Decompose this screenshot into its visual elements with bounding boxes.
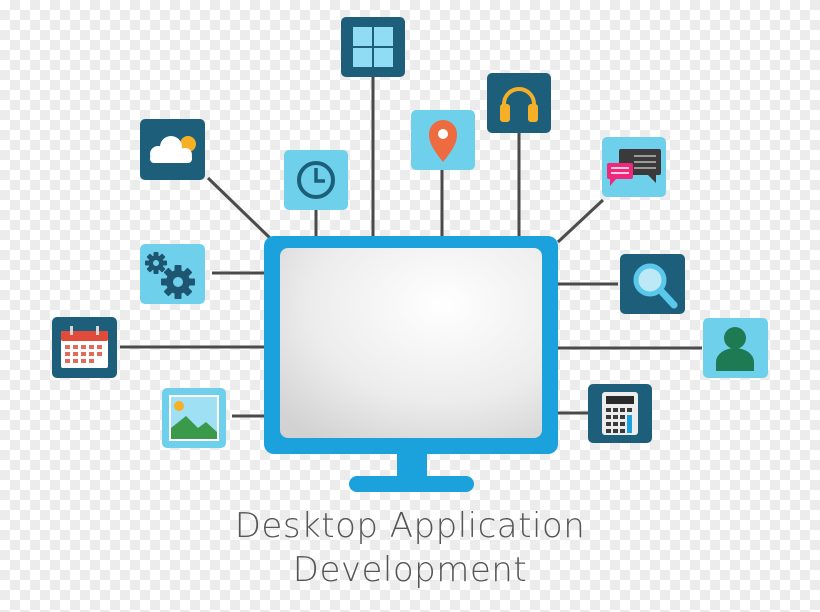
clock-icon — [284, 150, 348, 210]
connector-lines — [120, 77, 702, 418]
search-icon — [620, 254, 685, 314]
calculator-icon — [588, 384, 652, 443]
location-pin-icon — [411, 110, 475, 170]
windows-icon — [341, 17, 405, 77]
monitor-icon — [264, 236, 558, 492]
caption-line-1: Desktop Application — [234, 506, 586, 546]
headphones-icon — [487, 73, 551, 133]
calendar-icon — [52, 317, 117, 378]
chat-icon — [602, 137, 666, 197]
image-icon — [162, 388, 226, 448]
gears-icon — [140, 244, 205, 304]
caption-line-2: Development — [292, 550, 528, 590]
user-icon — [703, 318, 768, 378]
cloud-weather-icon — [140, 119, 205, 180]
